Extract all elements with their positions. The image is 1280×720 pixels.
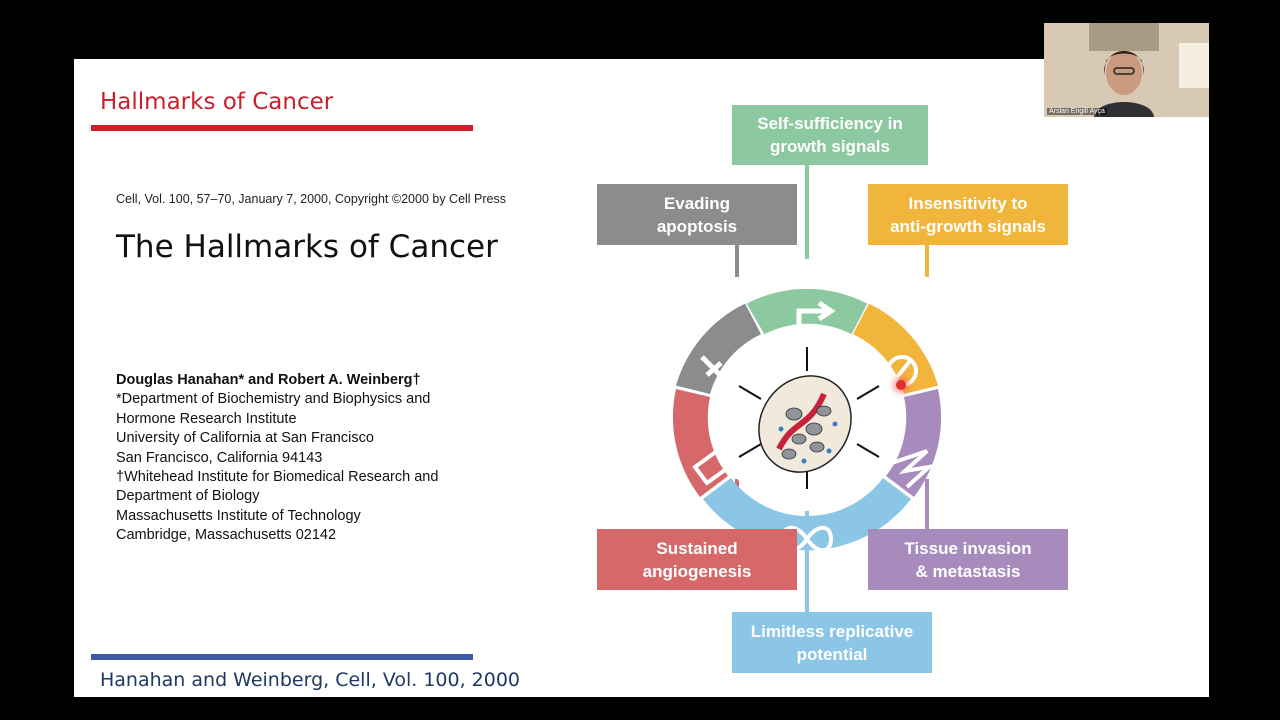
immune-cell <box>832 421 838 427</box>
hallmark-text: Self-sufficiency in growth signals <box>757 114 903 156</box>
hallmarks-diagram: Self-sufficiency in growth signals Insen… <box>589 99 1089 689</box>
ring-segment-angiogenesis <box>672 389 728 497</box>
tumor-cell <box>805 422 823 436</box>
hallmark-label: Insensitivity to anti-growth signals <box>868 184 1068 245</box>
ring-segment-apoptosis <box>676 303 761 394</box>
tumor-cell <box>791 433 807 445</box>
hallmark-text: Sustained angiogenesis <box>642 538 752 581</box>
presentation-slide: Hallmarks of Cancer Cell, Vol. 100, 57–7… <box>74 59 1209 697</box>
blood-vessel <box>776 392 827 451</box>
title-underline <box>91 125 473 131</box>
author-names: Douglas Hanahan* and Robert A. Weinberg† <box>116 372 421 388</box>
hallmark-text: Evading apoptosis <box>656 193 738 236</box>
tumor-cell <box>816 405 832 417</box>
arrow-in <box>856 443 880 458</box>
affiliation-line: †Whitehead Institute for Biomedical Rese… <box>116 469 439 486</box>
hallmark-label: Tissue invasion & metastasis <box>868 529 1068 590</box>
participant-video <box>1044 23 1209 117</box>
tumor-cell <box>809 441 825 453</box>
affiliation-line: *Department of Biochemistry and Biophysi… <box>116 391 431 408</box>
slide-title: Hallmarks of Cancer <box>100 89 334 115</box>
no-entry-icon <box>892 359 912 383</box>
invasion-icon <box>888 449 936 489</box>
affiliation-line: Cambridge, Massachusetts 02142 <box>116 527 337 544</box>
participant-name: Arslan Engill Ayça <box>1047 108 1107 115</box>
affiliation-line: San Francisco, California 94143 <box>116 449 323 466</box>
tumor-cell <box>781 448 797 460</box>
immune-cell <box>826 448 832 454</box>
paper-title: The Hallmarks of Cancer <box>116 229 498 265</box>
affiliation-line: Massachusetts Institute of Technology <box>116 507 361 524</box>
tumor-cell <box>785 407 803 421</box>
arrow-in <box>738 385 762 400</box>
paper-citation: Cell, Vol. 100, 57–70, January 7, 2000, … <box>116 192 506 206</box>
hallmark-label: Limitless replicative potential <box>732 612 932 673</box>
growth-arrow-icon <box>796 300 836 339</box>
immune-cell <box>778 426 784 432</box>
laser-pointer <box>896 380 906 390</box>
footer-citation: Hanahan and Weinberg, Cell, Vol. 100, 20… <box>100 669 521 691</box>
arrow-in <box>738 443 762 458</box>
author-block: Douglas Hanahan* and Robert A. Weinberg†… <box>116 371 438 546</box>
participant-video-tile[interactable]: Arslan Engill Ayça <box>1044 23 1209 117</box>
footer-bar <box>91 654 473 660</box>
cross-icon <box>700 355 728 383</box>
affiliation-line: Department of Biology <box>116 488 260 505</box>
hallmark-label: Evading apoptosis <box>597 184 797 245</box>
vessel-icon <box>692 448 732 486</box>
hallmark-label: Sustained angiogenesis <box>597 529 797 590</box>
hallmark-label: Self-sufficiency in growth signals <box>732 105 928 165</box>
hallmark-text: Tissue invasion & metastasis <box>904 538 1032 581</box>
affiliation-line: Hormone Research Institute <box>116 410 297 427</box>
hallmark-text: Insensitivity to anti-growth signals <box>890 193 1046 236</box>
immune-cell <box>801 458 807 464</box>
affiliation-line: University of California at San Francisc… <box>116 430 374 447</box>
arrow-in <box>856 385 880 400</box>
hallmark-text: Limitless replicative potential <box>750 621 914 664</box>
